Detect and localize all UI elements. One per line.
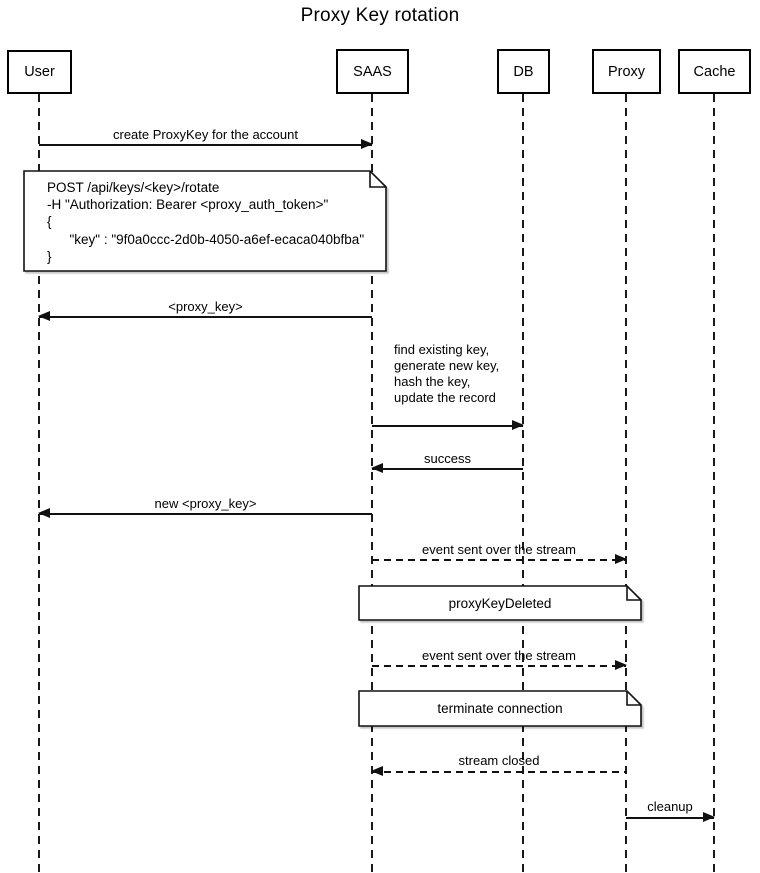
actor-label-proxy: Proxy xyxy=(607,63,646,80)
note-shape xyxy=(23,170,387,272)
message-arrow-create-proxykey xyxy=(39,139,373,150)
note-terminate-connection: terminate connection xyxy=(358,690,642,727)
message-label-proxy-key: <proxy_key> xyxy=(168,299,243,314)
arrowhead-right-icon xyxy=(615,660,627,671)
arrowhead-right-icon xyxy=(512,420,524,431)
message-label-cleanup: cleanup xyxy=(647,799,693,814)
message-arrow-success xyxy=(371,463,523,474)
arrowhead-left-icon xyxy=(38,508,50,519)
note-text: terminate connection xyxy=(437,701,563,716)
message-arrow-stream-closed xyxy=(371,766,626,777)
message-label-db-operations: find existing key, generate new key, has… xyxy=(394,342,500,405)
arrowhead-left-icon xyxy=(371,766,383,777)
note-text: POST /api/keys/<key>/rotate -H "Authoriz… xyxy=(47,180,365,264)
message-arrow-db-operations xyxy=(372,420,524,431)
actor-label-saas: SAAS xyxy=(353,63,392,80)
message-label-stream-closed: stream closed xyxy=(458,753,540,768)
note-text: proxyKeyDeleted xyxy=(448,595,552,611)
actor-box-cache: Cache xyxy=(678,49,751,94)
message-label-success: success xyxy=(424,451,471,466)
actor-label-cache: Cache xyxy=(693,63,736,80)
actor-label-db: DB xyxy=(513,63,534,80)
note-post-api-request: POST /api/keys/<key>/rotate -H "Authoriz… xyxy=(23,170,387,272)
lifeline-saas xyxy=(371,94,373,873)
message-label-new-proxy-key: new <proxy_key> xyxy=(154,496,257,511)
message-arrow-proxy-key xyxy=(38,311,372,322)
note-fold-icon xyxy=(626,691,641,706)
note-shape xyxy=(358,690,642,727)
arrowhead-left-icon xyxy=(371,463,383,474)
lifeline-user xyxy=(38,94,40,873)
lifeline-cache xyxy=(713,94,715,873)
actor-label-user: User xyxy=(24,64,55,80)
actor-box-saas: SAAS xyxy=(336,49,409,94)
arrowhead-right-icon xyxy=(615,554,627,565)
message-arrow-cleanup xyxy=(626,812,715,823)
message-arrow-event-stream-2 xyxy=(372,660,627,671)
lifeline-db xyxy=(522,94,524,873)
arrowhead-right-icon xyxy=(361,139,373,150)
message-label-create-proxykey: create ProxyKey for the account xyxy=(113,127,298,142)
lifeline-proxy xyxy=(625,94,627,873)
diagram-title: Proxy Key rotation xyxy=(300,5,460,26)
actor-box-db: DB xyxy=(497,49,550,94)
note-fold-icon xyxy=(369,171,386,188)
note-shape xyxy=(358,585,642,621)
message-arrow-new-proxy-key xyxy=(38,508,372,519)
message-arrow-event-stream-1 xyxy=(372,554,627,565)
actor-box-proxy: Proxy xyxy=(592,49,661,94)
arrowhead-right-icon xyxy=(703,812,715,823)
message-label-event-stream-2: event sent over the stream xyxy=(422,648,576,663)
note-fold-icon xyxy=(626,586,641,601)
arrowhead-left-icon xyxy=(38,311,50,322)
actor-box-user: User xyxy=(7,50,72,94)
message-label-event-stream-1: event sent over the stream xyxy=(422,542,576,557)
note-proxykeydeleted: proxyKeyDeleted xyxy=(358,585,642,621)
